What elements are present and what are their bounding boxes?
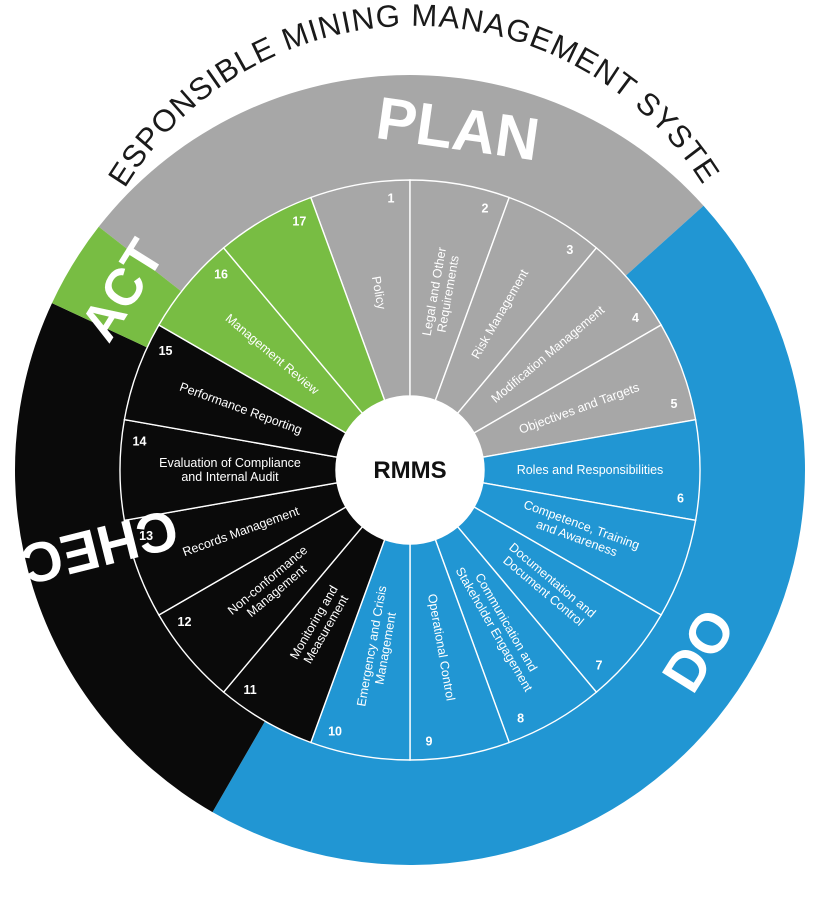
segment-1: Policy 1: [309, 179, 411, 402]
segment-number: 10: [328, 724, 342, 738]
segment-label-line: Evaluation of Compliance: [159, 456, 301, 470]
segment-number: 3: [566, 243, 573, 257]
segment-wedge: [222, 196, 386, 415]
check-phase-band: [15, 303, 265, 813]
segment-number: 1: [388, 192, 395, 206]
segment-number: 16: [214, 267, 228, 281]
segment-number: 2: [481, 202, 488, 216]
segment-7: Competence, Trainingand Awareness: [473, 482, 697, 616]
segment-number: 13: [139, 529, 153, 543]
segment-18: 17: [222, 196, 386, 415]
act-phase-band: [52, 226, 182, 348]
segment-label-line: Policy: [369, 275, 389, 311]
do-phase-band: [212, 205, 806, 866]
segment-number: 7: [595, 659, 602, 673]
segment-label: Policy: [369, 275, 389, 311]
segment-number: 14: [133, 435, 147, 449]
plan-phase-band: [98, 75, 704, 292]
process-segments: Policy 1 Legal and OtherRequirements2Risk …: [119, 179, 701, 761]
segment-number: 17: [292, 215, 306, 229]
segment-number: 4: [632, 311, 639, 325]
segment-number: 9: [425, 734, 432, 748]
center-hub: RMMS: [336, 396, 484, 544]
segment-number: 11: [244, 683, 257, 697]
segment-number: 8: [517, 711, 524, 725]
segment-number: 5: [670, 397, 677, 411]
center-circle: [336, 396, 484, 544]
segment-number: 6: [677, 491, 684, 505]
phase-ring: [15, 75, 806, 866]
segment-label-line: Roles and Responsibilities: [517, 463, 664, 477]
center-label: RMMS: [373, 457, 446, 484]
segment-label: Roles and Responsibilities: [517, 463, 664, 477]
segment-number: 12: [178, 615, 192, 629]
segment-6: Roles and Responsibilities 6: [482, 418, 701, 522]
segment-label-line: and Internal Audit: [181, 470, 279, 484]
segment-number: 15: [159, 344, 173, 358]
